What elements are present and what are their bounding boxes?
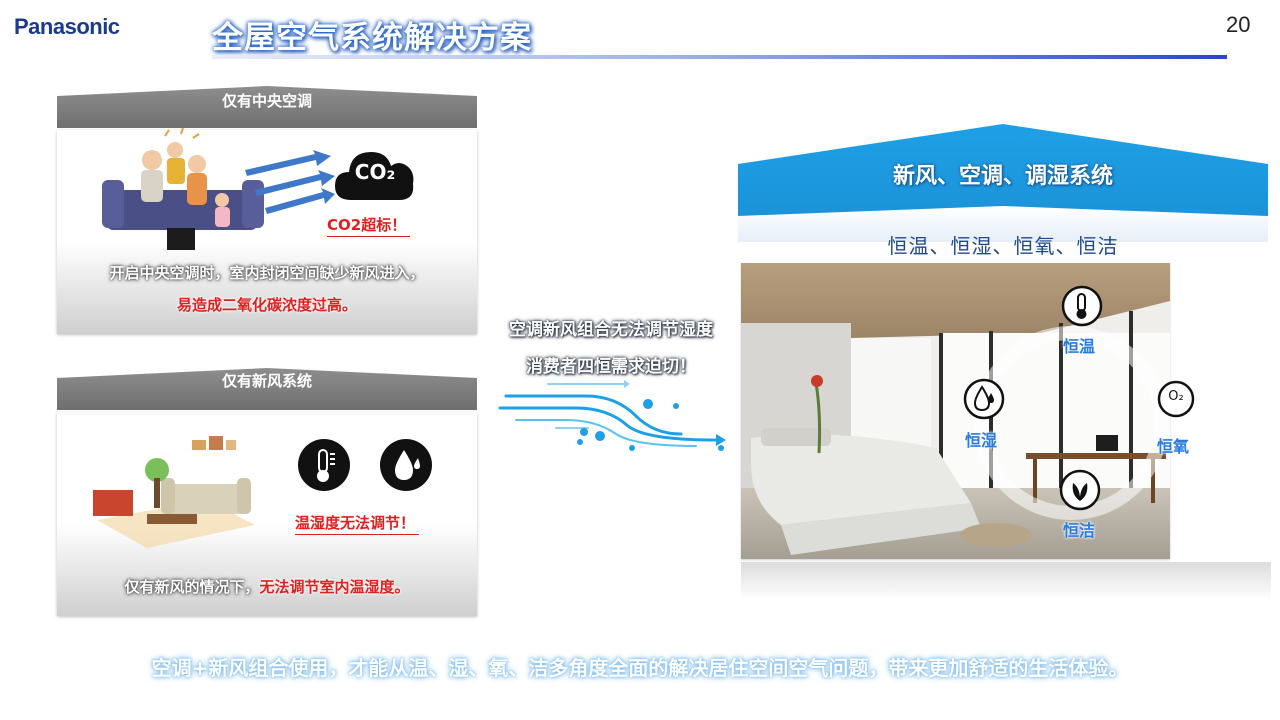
oxygen-icon-text: O₂ [1168,389,1184,404]
photo-reflection [741,562,1271,600]
panel-caption-line1: 开启中央空调时，室内封闭空间缺少新风进入， [109,264,425,282]
family-sofa-illustration [102,127,264,250]
middle-text-line2: 消费者四恒需求迫切！ [526,357,696,377]
leaf-icon [1059,469,1101,511]
panel-label: 仅有新风系统 [221,372,312,390]
label-oxygen: 恒氧 [1157,437,1190,456]
co2-warning: CO2超标！ [327,214,411,237]
slide-title: 全屋空气系统解决方案 [212,20,532,56]
panel-caption-prefix: 仅有新风的情况下， [124,578,260,596]
bedroom-photo: 恒温 恒湿 O₂ 恒氧 恒洁 [741,263,1195,559]
title-underline [212,55,1227,59]
oxygen-icon [1157,380,1195,418]
panel-body: 温湿度无法调节！ 仅有新风的情况下，无法调节室内温湿度。 [57,412,477,616]
panel-ac-only: 仅有中央空调 CO₂ CO2超标！ 开启中央空调时，室内封闭空间缺少新风进入， [57,86,477,334]
panel-caption-line2: 易造成二氧化碳浓度过高。 [176,296,357,314]
label-temp: 恒温 [1063,337,1096,356]
panel-body: CO₂ CO2超标！ 开启中央空调时，室内封闭空间缺少新风进入， 易造成二氧化碳… [57,127,477,334]
label-humidity: 恒湿 [965,431,998,450]
panel-roof [57,86,477,128]
water-drop-icon [380,439,432,491]
brand-logo: Panasonic [14,14,120,39]
system-roof [738,124,1268,242]
panel-caption-line2-wrap: 易造成二氧化碳浓度过高。 [57,290,477,320]
middle-text-line1: 空调新风组合无法调节湿度 [509,320,713,340]
cycle-ring [974,326,1168,520]
co2-cloud-icon [335,152,414,200]
label-clean: 恒洁 [1063,521,1096,540]
living-room-illustration [93,436,255,548]
system-subtitle: 恒温、恒湿、恒氧、恒洁 [887,234,1119,258]
panel-roof [57,368,477,410]
thermometer-icon [1061,285,1103,327]
temp-humidity-warning: 温湿度无法调节！ [295,512,420,535]
system-title: 新风、空调、调湿系统 [892,164,1113,189]
panel-fresh-air-only: 仅有新风系统 温湿度无法调节！ 仅有新风的情况下，无法调节室内温湿度。 [57,368,477,616]
thermometer-icon [298,439,350,491]
water-drop-icon [963,378,1005,420]
panel-caption-red: 无法调节室内温湿度。 [259,578,410,596]
airflow-lines-icon [498,380,726,451]
airflow-arrows-icon [245,150,335,214]
panel-label: 仅有中央空调 [221,92,312,110]
page-number: 20 [1226,12,1251,37]
panel-caption: 仅有新风的情况下，无法调节室内温湿度。 [57,572,477,602]
footer-statement: 空调+新风组合使用，才能从温、湿、氧、洁多角度全面的解决居住空间空气问题，带来更… [151,656,1129,680]
co2-label: CO₂ [354,160,396,184]
